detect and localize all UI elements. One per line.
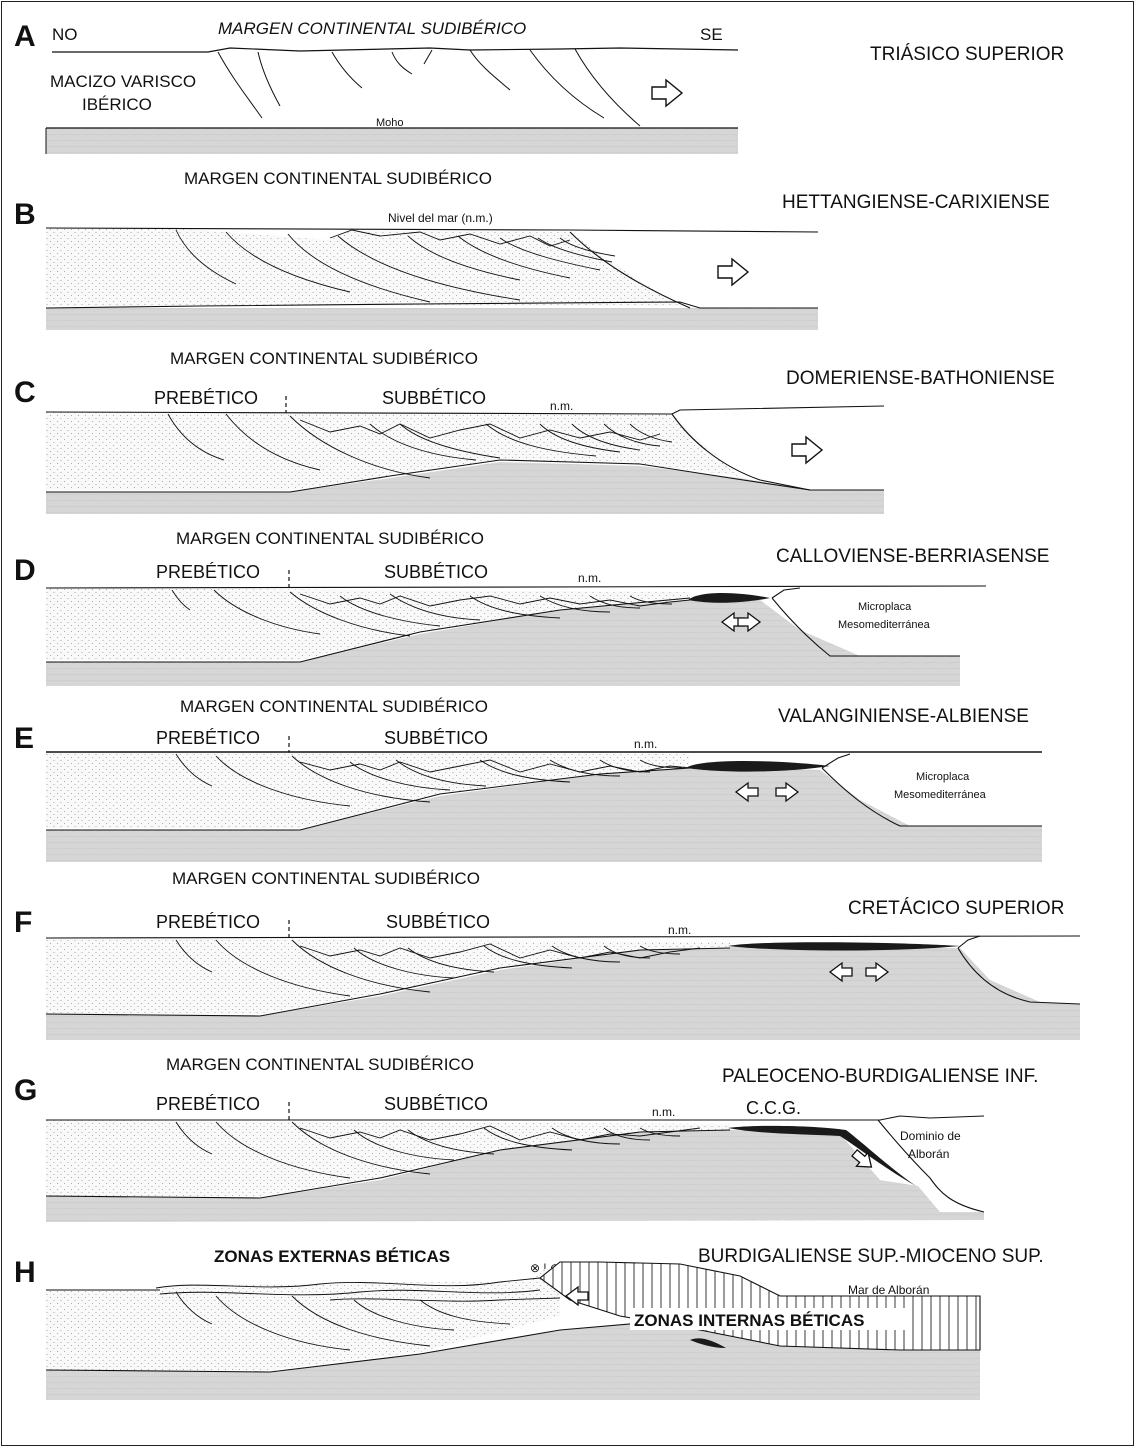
domain-label-2: Alborán [908, 1147, 949, 1161]
zone-subbetico: SUBBÉTICO [382, 388, 486, 408]
panel-b: B HETTANGIENSE-CARIXIENSE MARGEN CONTINE… [14, 169, 1050, 330]
extension-arrow-icon [718, 259, 748, 285]
sea-level-label: n.m. [668, 923, 691, 937]
margin-title: MARGEN CONTINENTAL SUDIBÉRICO [180, 697, 488, 716]
panel-letter: H [14, 1256, 36, 1289]
period-label: BURDIGALIENSE SUP.-MIOCENO SUP. [698, 1246, 1044, 1267]
orientation-no: NO [52, 25, 78, 44]
external-zones-label: ZONAS EXTERNAS BÉTICAS [214, 1247, 450, 1266]
panel-letter: G [14, 1074, 37, 1107]
panel-letter: F [14, 906, 32, 939]
period-label: CALLOVIENSE-BERRIASENSE [776, 546, 1049, 567]
margin-title: MARGEN CONTINENTAL SUDIBÉRICO [176, 529, 484, 548]
period-label: VALANGINIENSE-ALBIENSE [778, 706, 1029, 727]
sea-level-label: n.m. [652, 1105, 675, 1119]
period-label: PALEOCENO-BURDIGALIENSE INF. [722, 1066, 1038, 1087]
sea-label: Mar de Alborán [848, 1283, 929, 1297]
sea-level-line [46, 936, 1080, 938]
plate-label-2: Mesomediterránea [894, 789, 987, 801]
panel-d: D CALLOVIENSE-BERRIASENSE MARGEN CONTINE… [14, 529, 1049, 686]
period-label: TRIÁSICO SUPERIOR [870, 44, 1064, 65]
panel-letter: A [14, 20, 36, 53]
massif-label-2: IBÉRICO [82, 95, 152, 114]
panel-g: G PALEOCENO-BURDIGALIENSE INF. MARGEN CO… [14, 1055, 1038, 1222]
internal-zones-label: ZONAS INTERNAS BÉTICAS [634, 1311, 864, 1330]
massif-label-1: MACIZO VARISCO [50, 72, 196, 91]
panel-a: A TRIÁSICO SUPERIOR MARGEN CONTINENTAL S… [14, 19, 1064, 154]
panel-c: C DOMERIENSE-BATHONIENSE MARGEN CONTINEN… [14, 349, 1055, 514]
plate-label-1: Microplaca [858, 601, 912, 613]
zone-prebetico: PREBÉTICO [156, 728, 260, 748]
margin-title: MARGEN CONTINENTAL SUDIBÉRICO [172, 869, 480, 888]
plate-label-2: Mesomediterránea [838, 619, 931, 631]
sea-level-label: n.m. [578, 571, 601, 585]
orientation-se: SE [700, 25, 723, 44]
mantle-layer [46, 128, 738, 154]
panel-letter: C [14, 376, 36, 409]
panel-h: H BURDIGALIENSE SUP.-MIOCENO SUP. ZONAS … [14, 1246, 1044, 1400]
zone-subbetico: SUBBÉTICO [384, 728, 488, 748]
ccg-label: C.C.G. [746, 1098, 801, 1118]
panel-letter: B [14, 198, 36, 231]
margin-title: MARGEN CONTINENTAL SUDIBÉRICO [218, 19, 526, 38]
panel-letter: D [14, 554, 36, 587]
zone-prebetico: PREBÉTICO [156, 912, 260, 932]
margin-title: MARGEN CONTINENTAL SUDIBÉRICO [170, 349, 478, 368]
plate-label-1: Microplaca [916, 771, 970, 783]
sea-level-line [46, 1116, 984, 1120]
panel-letter: E [14, 722, 34, 755]
sea-level-line [46, 586, 986, 588]
extension-arrow-icon [652, 80, 682, 106]
margin-title: MARGEN CONTINENTAL SUDIBÉRICO [166, 1055, 474, 1074]
margin-title: MARGEN CONTINENTAL SUDIBÉRICO [184, 169, 492, 188]
period-label: DOMERIENSE-BATHONIENSE [786, 368, 1055, 389]
zone-subbetico: SUBBÉTICO [386, 912, 490, 932]
period-label: CRETÁCICO SUPERIOR [848, 898, 1064, 919]
sea-level-label: n.m. [634, 737, 657, 751]
panel-f: F CRETÁCICO SUPERIOR MARGEN CONTINENTAL … [14, 869, 1080, 1040]
sea-level-label: n.m. [550, 399, 573, 413]
zone-subbetico: SUBBÉTICO [384, 1094, 488, 1114]
zone-prebetico: PREBÉTICO [156, 1094, 260, 1114]
surface-line [52, 48, 738, 52]
zone-subbetico: SUBBÉTICO [384, 562, 488, 582]
zone-prebetico: PREBÉTICO [156, 562, 260, 582]
sea-level-label: Nivel del mar (n.m.) [388, 211, 493, 225]
mantle-layer [46, 308, 818, 330]
zone-prebetico: PREBÉTICO [154, 388, 258, 408]
domain-label-1: Dominio de [900, 1129, 961, 1143]
extension-arrow-icon [792, 437, 822, 463]
period-label: HETTANGIENSE-CARIXIENSE [782, 192, 1050, 213]
panel-e: E VALANGINIENSE-ALBIENSE MARGEN CONTINEN… [14, 697, 1042, 862]
normal-faults [218, 49, 640, 126]
moho-label: Moho [376, 117, 404, 129]
